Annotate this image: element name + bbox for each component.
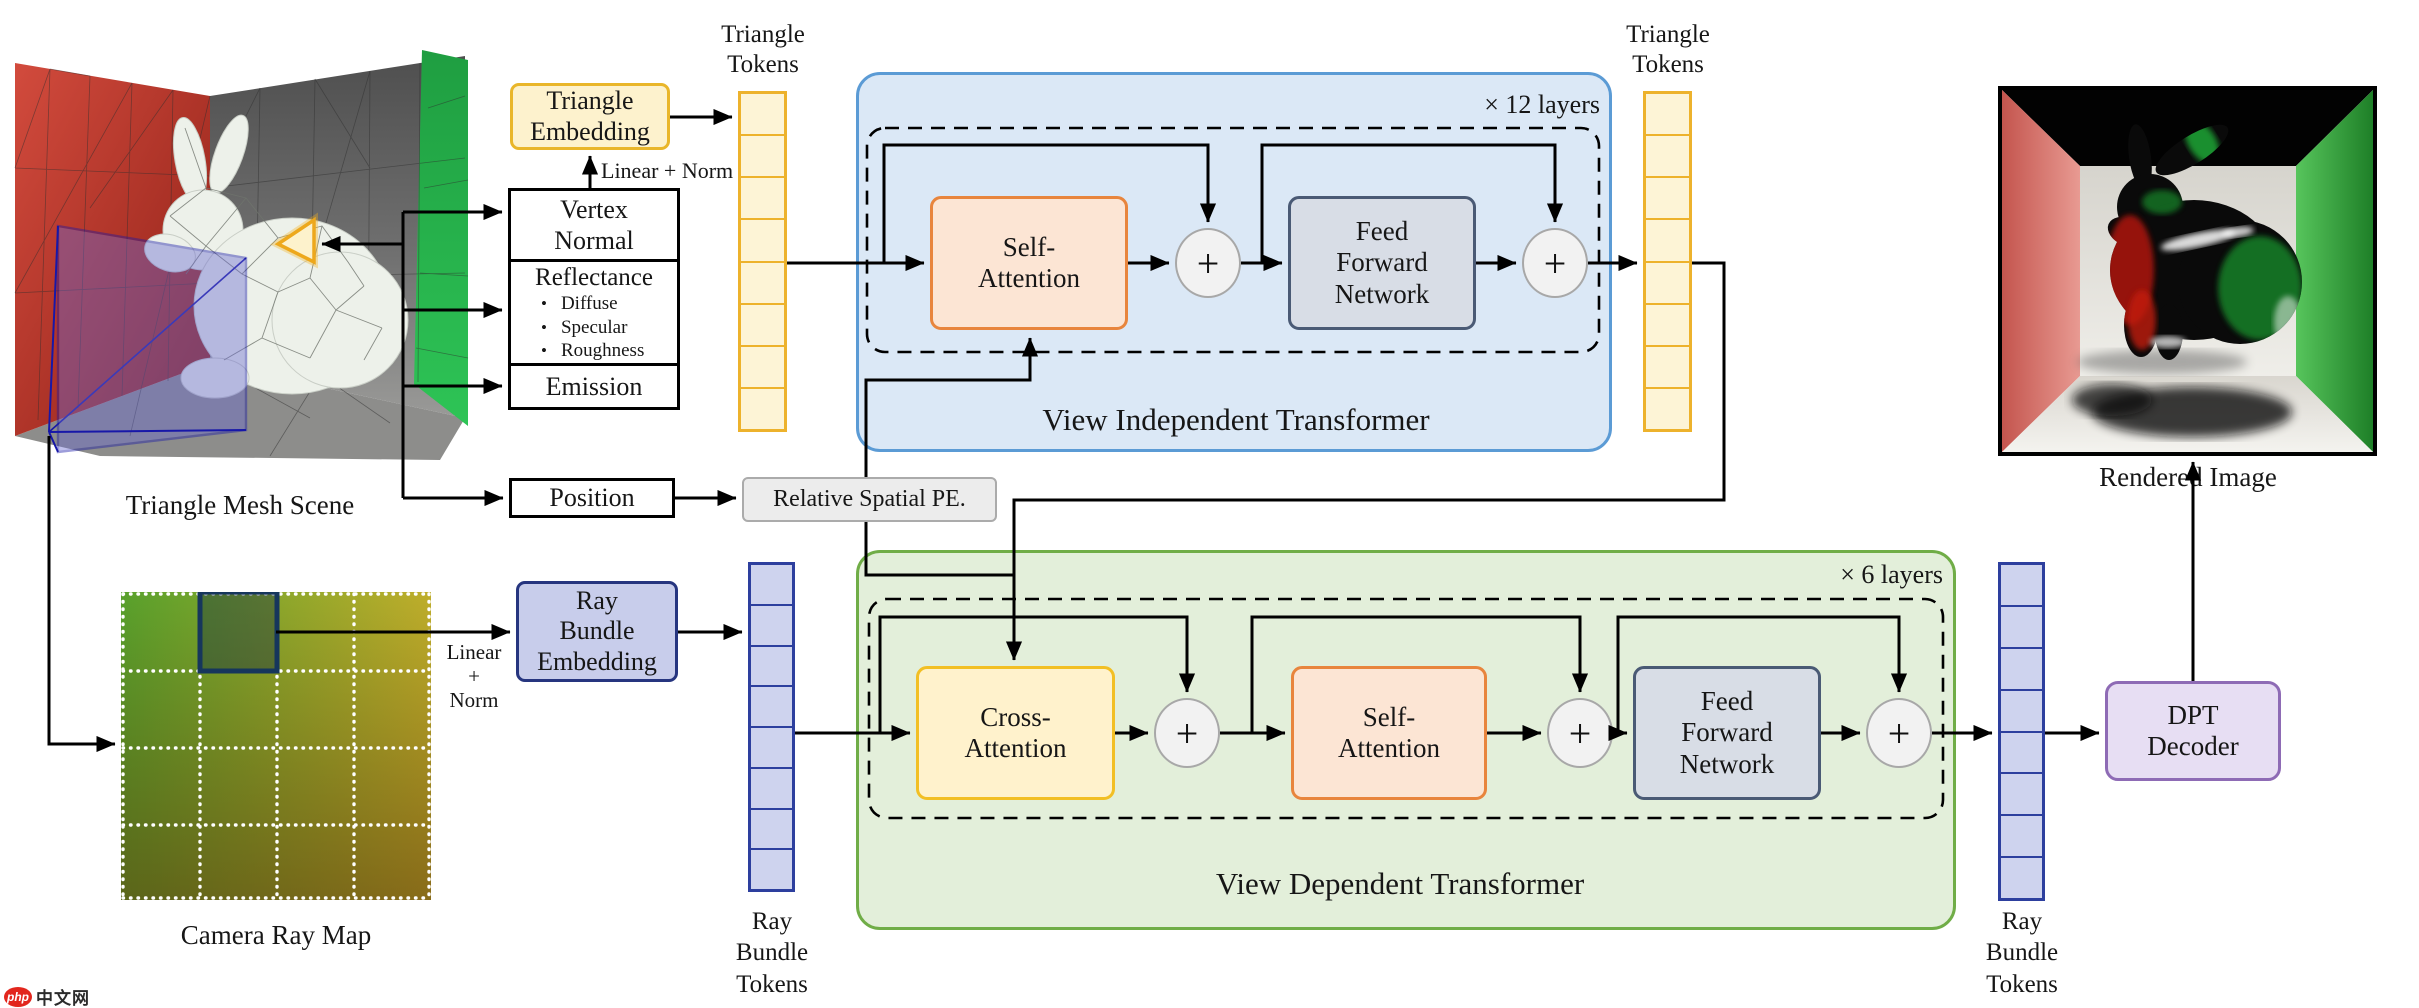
vdt-feed-forward-box: Feed Forward Network xyxy=(1633,666,1821,800)
token-cell xyxy=(1646,218,1689,260)
ray-bundle-tokens-left-column xyxy=(748,562,795,892)
vdt-add-2: + xyxy=(1547,698,1613,768)
vit-title: View Independent Transformer xyxy=(1042,402,1430,437)
token-cell xyxy=(741,176,784,218)
token-cell xyxy=(2001,856,2042,898)
token-cell xyxy=(2001,604,2042,647)
token-cell xyxy=(751,644,792,686)
token-cell xyxy=(741,344,784,387)
token-cell xyxy=(2001,646,2042,689)
scene-label: Triangle Mesh Scene xyxy=(125,490,355,520)
vertex-normal-section: Vertex Normal xyxy=(554,194,634,256)
token-cell xyxy=(741,94,784,134)
token-cell xyxy=(751,726,792,767)
token-cell xyxy=(751,766,792,808)
ray-bundle-embedding-box: Ray Bundle Embedding xyxy=(516,581,678,682)
ray-bundle-tokens-right-label: Ray Bundle Tokens xyxy=(1985,908,2059,998)
triangle-attributes-box: Vertex Normal Reflectance Diffuse Specul… xyxy=(508,188,680,410)
token-cell xyxy=(1646,94,1689,134)
vdt-cross-attention-box: Cross- Attention xyxy=(916,666,1115,800)
token-cell xyxy=(1646,344,1689,387)
token-cell xyxy=(2001,814,2042,856)
vit-add-1: + xyxy=(1175,228,1241,298)
site-watermark: php 中文网 xyxy=(4,984,90,1008)
token-cell xyxy=(751,603,792,645)
reflectance-bullets: Diffuse Specular Roughness xyxy=(511,292,677,362)
token-cell xyxy=(751,565,792,604)
token-cell xyxy=(2001,565,2042,605)
triangle-tokens-left-label: Triangle Tokens xyxy=(721,21,805,78)
camera-ray-map-figure xyxy=(121,589,431,900)
camera-ray-map-label: Camera Ray Map xyxy=(180,920,372,950)
watermark-text: 中文网 xyxy=(36,989,90,1008)
token-cell xyxy=(751,685,792,726)
triangle-embedding-box: Triangle Embedding xyxy=(510,83,670,150)
php-logo-icon: php xyxy=(4,986,32,1007)
rendered-image-figure xyxy=(1998,86,2377,456)
token-cell xyxy=(1646,176,1689,218)
vdt-title: View Dependent Transformer xyxy=(1215,866,1585,901)
relative-spatial-pe-box: Relative Spatial PE. xyxy=(742,477,997,522)
reflectance-section: Reflectance Diffuse Specular Roughness xyxy=(511,259,677,363)
token-cell xyxy=(2001,730,2042,773)
triangle-tokens-left-column xyxy=(738,91,787,432)
emission-section: Emission xyxy=(511,363,677,407)
vdt-layers-label: × 6 layers xyxy=(1840,560,1943,589)
vit-feed-forward-box: Feed Forward Network xyxy=(1288,196,1476,330)
linear-norm-top-label: Linear + Norm xyxy=(601,158,734,183)
token-cell xyxy=(741,134,784,176)
vit-self-attention-box: Self- Attention xyxy=(930,196,1128,330)
token-cell xyxy=(2001,772,2042,814)
vdt-add-1: + xyxy=(1154,698,1220,768)
token-cell xyxy=(741,386,784,429)
vdt-self-attention-box: Self- Attention xyxy=(1291,666,1487,800)
token-cell xyxy=(741,302,784,345)
token-cell xyxy=(751,848,792,889)
position-box: Position xyxy=(509,478,675,518)
triangle-tokens-right-column xyxy=(1643,91,1692,432)
vit-layers-label: × 12 layers xyxy=(1484,90,1600,119)
token-cell xyxy=(2001,688,2042,731)
triangle-mesh-scene-figure xyxy=(10,48,480,473)
token-cell xyxy=(1646,302,1689,345)
vdt-add-3: + xyxy=(1866,698,1932,768)
dpt-decoder-box: DPT Decoder xyxy=(2105,681,2281,781)
triangle-tokens-right-label: Triangle Tokens xyxy=(1626,21,1710,78)
vit-add-2: + xyxy=(1522,228,1588,298)
reflectance-title: Reflectance xyxy=(535,264,653,292)
token-cell xyxy=(1646,386,1689,429)
token-cell xyxy=(1646,134,1689,176)
token-cell xyxy=(1646,260,1689,303)
token-cell xyxy=(751,807,792,849)
linear-norm-bottom-label: Linear + Norm xyxy=(446,640,502,713)
token-cell xyxy=(741,260,784,303)
token-cell xyxy=(741,218,784,260)
ray-bundle-tokens-right-column xyxy=(1998,562,2045,901)
ray-bundle-tokens-left-label: Ray Bundle Tokens xyxy=(735,908,809,998)
rendered-image-label: Rendered Image xyxy=(2099,462,2277,492)
